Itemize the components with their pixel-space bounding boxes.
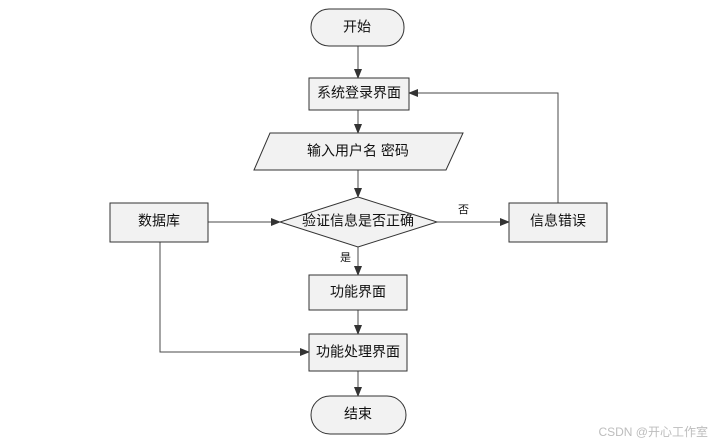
node-input-label: 输入用户名 密码 [307, 143, 409, 159]
node-verify-shape [278, 196, 439, 248]
node-end-label: 结束 [344, 406, 372, 422]
watermark-text: CSDN @开心工作室 [598, 424, 708, 439]
node-login-label: 系统登录界面 [317, 85, 401, 101]
node-end-shape [310, 395, 407, 435]
node-error-label: 信息错误 [530, 213, 586, 229]
edge-label-no: 否 [458, 204, 469, 216]
node-error-shape [508, 202, 608, 243]
node-login-shape [308, 77, 410, 111]
node-function-label: 功能界面 [330, 284, 386, 300]
node-start-shape [310, 8, 405, 47]
edge-error-to-login [408, 89, 559, 203]
node-database-label: 数据库 [138, 213, 180, 229]
node-input-shape [253, 132, 464, 171]
node-verify-label: 验证信息是否正确 [302, 213, 414, 229]
node-function-shape [308, 274, 408, 311]
node-process-shape [308, 333, 408, 372]
node-start-label: 开始 [343, 19, 371, 35]
edge-database-to-process [159, 242, 310, 356]
node-process-label: 功能处理界面 [316, 344, 400, 360]
node-database-shape [109, 202, 209, 243]
edge-label-yes: 是 [340, 251, 351, 264]
